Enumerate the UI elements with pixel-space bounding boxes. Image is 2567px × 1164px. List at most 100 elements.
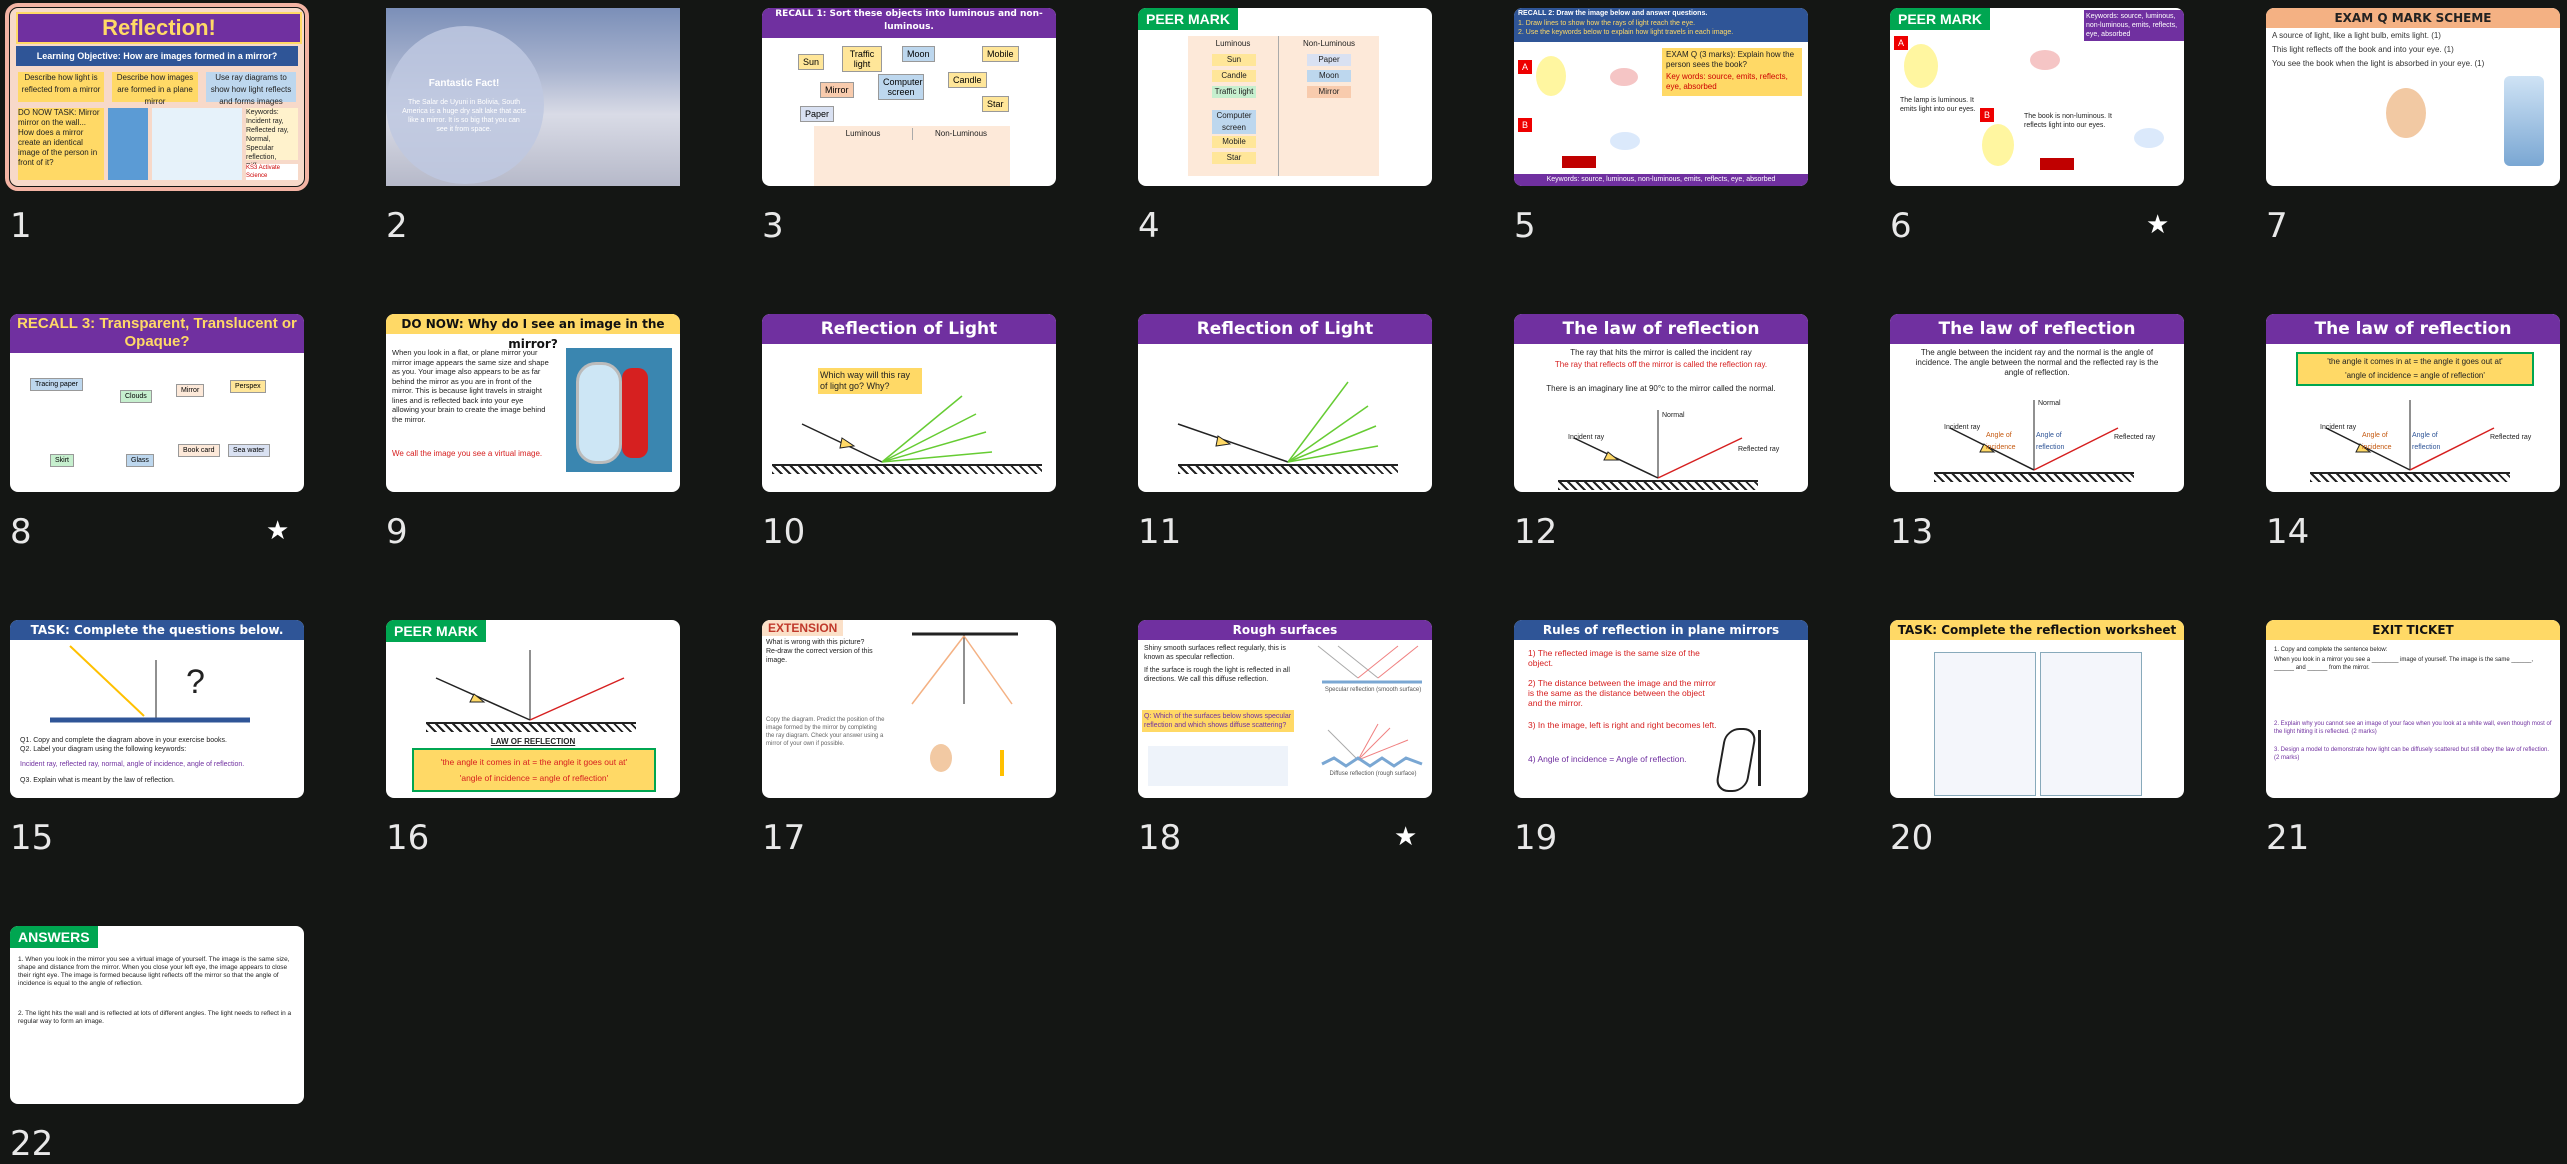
slide-number: 12: [1514, 512, 1558, 552]
slide-4[interactable]: PEER MARK Luminous Sun Candle Traffic li…: [1128, 0, 1432, 246]
luminous-column: Luminous Sun Candle Traffic light Comput…: [1188, 36, 1278, 176]
slide-number: 20: [1890, 818, 1934, 858]
slide-question: Q: Which of the surfaces below shows spe…: [1142, 710, 1294, 732]
slide-thumbnail[interactable]: EXIT TICKET 1. Copy and complete the sen…: [2266, 620, 2560, 798]
slide-number: 15: [10, 818, 54, 858]
label-a: A: [1518, 60, 1532, 74]
slide-title: PEER MARK: [386, 620, 487, 642]
learning-objective: Learning Objective: How are images forme…: [16, 46, 298, 66]
book-icon: [1562, 156, 1596, 168]
slide-thumbnail[interactable]: The law of reflection The angle between …: [1890, 314, 2184, 492]
mirror-surface: [1178, 464, 1398, 474]
slide-18[interactable]: Rough surfaces Shiny smooth surfaces ref…: [1128, 612, 1432, 858]
slide-thumbnail[interactable]: EXTENSION What is wrong with this pictur…: [762, 620, 1056, 798]
slide-10[interactable]: Reflection of Light Which way will this …: [752, 306, 1056, 552]
caption-a: The lamp is luminous. It emits light int…: [1900, 97, 1976, 113]
law-box: 'the angle it comes in at = the angle it…: [412, 748, 656, 792]
slide-14[interactable]: The law of reflection 'the angle it come…: [2256, 306, 2560, 552]
slide-11[interactable]: Reflection of Light 11: [1128, 306, 1432, 552]
slide-thumbnail[interactable]: Rules of reflection in plane mirrors 1) …: [1514, 620, 1808, 798]
mirror-surface: [1934, 472, 2134, 482]
objective-box: Describe how images are formed in a plan…: [112, 72, 198, 106]
ray-diagram: [1573, 410, 1743, 479]
ray-diagram: [911, 632, 1018, 705]
slide-number: 11: [1138, 512, 1182, 552]
item-card: Skirt: [50, 454, 74, 467]
slide-footer: We call the image you see a virtual imag…: [392, 449, 543, 458]
slide-20[interactable]: TASK: Complete the reflection worksheet …: [1880, 612, 2184, 858]
objective-box: Use ray diagrams to show how light refle…: [206, 72, 296, 106]
slide-3[interactable]: RECALL 1: Sort these objects into lumino…: [752, 0, 1056, 246]
slide-21[interactable]: EXIT TICKET 1. Copy and complete the sen…: [2256, 612, 2560, 858]
slide-number: 18: [1138, 818, 1182, 858]
slide-thumbnail[interactable]: Fantastic Fact! The Salar de Uyuni in Bo…: [386, 8, 680, 186]
slide-17[interactable]: EXTENSION What is wrong with this pictur…: [752, 612, 1056, 858]
eye-icon: [1610, 132, 1640, 150]
exam-question: EXAM Q (3 marks): Explain how the person…: [1662, 48, 1802, 96]
slide-thumbnail[interactable]: RECALL 1: Sort these objects into lumino…: [762, 8, 1056, 186]
slide-title: DO NOW: Why do I see an image in the mir…: [386, 314, 680, 351]
mirror-image: [108, 108, 148, 180]
do-now-task: DO NOW TASK: Mirror mirror on the wall..…: [18, 108, 104, 180]
slide-5[interactable]: RECALL 2: Draw the image below and answe…: [1504, 0, 1808, 246]
label-a: A: [1894, 36, 1908, 50]
slide-title: Rough surfaces: [1138, 620, 1432, 640]
slide-thumbnail[interactable]: PEER MARK Keywords: source, luminous, no…: [1890, 8, 2184, 186]
slide-thumbnail[interactable]: EXAM Q MARK SCHEME A source of light, li…: [2266, 8, 2560, 186]
item-card: Paper: [800, 106, 835, 122]
slide-22[interactable]: ANSWERS 1. When you look in the mirror y…: [0, 918, 304, 1164]
slide-thumbnail[interactable]: The law of reflection The ray that hits …: [1514, 314, 1808, 492]
fact-title: Fantastic Fact!: [428, 78, 500, 89]
slide-thumbnail[interactable]: RECALL 2: Draw the image below and answe…: [1514, 8, 1808, 186]
slide-title: RECALL 1: Sort these objects into lumino…: [762, 8, 1056, 38]
slide-number: 10: [762, 512, 806, 552]
slide-7[interactable]: EXAM Q MARK SCHEME A source of light, li…: [2256, 0, 2560, 246]
slide-thumbnail[interactable]: Reflection! Learning Objective: How are …: [5, 3, 309, 191]
slide-title: Rules of reflection in plane mirrors: [1514, 620, 1808, 640]
slide-thumbnail[interactable]: Reflection of Light Which way will this …: [762, 314, 1056, 492]
mirror-surface: [426, 722, 636, 732]
slide-thumbnail[interactable]: DO NOW: Why do I see an image in the mir…: [386, 314, 680, 492]
slide-thumbnail[interactable]: Reflection of Light: [1138, 314, 1432, 492]
keywords-box: Keywords: source, luminous, non-luminous…: [2084, 10, 2184, 41]
ray-diagram: [2325, 400, 2495, 471]
slide-number: 21: [2266, 818, 2310, 858]
slide-number: 5: [1514, 206, 1536, 246]
slide-2[interactable]: Fantastic Fact! The Salar de Uyuni in Bo…: [376, 0, 680, 246]
surface-images: [1148, 746, 1288, 786]
slide-9[interactable]: DO NOW: Why do I see an image in the mir…: [376, 306, 680, 552]
slide-thumbnail[interactable]: TASK: Complete the reflection worksheet: [1890, 620, 2184, 798]
slide-thumbnail[interactable]: PEER MARK LAW OF REFLECTION 'the angle i…: [386, 620, 680, 798]
slide-thumbnail[interactable]: RECALL 3: Transparent, Translucent or Op…: [10, 314, 304, 492]
slide-19[interactable]: Rules of reflection in plane mirrors 1) …: [1504, 612, 1808, 858]
bulb-icon: [1982, 124, 2014, 166]
slide-thumbnail[interactable]: PEER MARK Luminous Sun Candle Traffic li…: [1138, 8, 1432, 186]
slide-6[interactable]: PEER MARK Keywords: source, luminous, no…: [1880, 0, 2184, 246]
item-card: Book card: [178, 444, 220, 457]
slide-title: EXTENSION: [762, 620, 844, 636]
slide-8[interactable]: RECALL 3: Transparent, Translucent or Op…: [0, 306, 304, 552]
slide-15[interactable]: TASK: Complete the questions below. ? Q1…: [0, 612, 304, 858]
item-card: Clouds: [120, 390, 152, 403]
mirror-surface: [1558, 480, 1758, 490]
slide-1[interactable]: Reflection! Learning Objective: How are …: [0, 0, 309, 246]
slide-number: 8: [10, 512, 32, 552]
slide-thumbnail[interactable]: The law of reflection 'the angle it come…: [2266, 314, 2560, 492]
slide-number: 6: [1890, 206, 1912, 246]
worksheet-page: [2040, 652, 2142, 796]
slide-12[interactable]: The law of reflection The ray that hits …: [1504, 306, 1808, 552]
slide-16[interactable]: PEER MARK LAW OF REFLECTION 'the angle i…: [376, 612, 680, 858]
lamp-icon: [2504, 76, 2544, 166]
ray-diagram: [1177, 381, 1379, 463]
slide-thumbnail[interactable]: Rough surfaces Shiny smooth surfaces ref…: [1138, 620, 1432, 798]
eye-icon: [2134, 128, 2164, 148]
slide-13[interactable]: The law of reflection The angle between …: [1880, 306, 2184, 552]
item-card: Mobile: [982, 46, 1019, 62]
slide-thumbnail[interactable]: TASK: Complete the questions below. ? Q1…: [10, 620, 304, 798]
slide-thumbnail[interactable]: ANSWERS 1. When you look in the mirror y…: [10, 926, 304, 1104]
book-icon: [2040, 158, 2074, 170]
eye-icon: [1610, 68, 1638, 86]
mirror-drawing: [1714, 728, 1758, 792]
mirror-surface: [2310, 472, 2510, 482]
